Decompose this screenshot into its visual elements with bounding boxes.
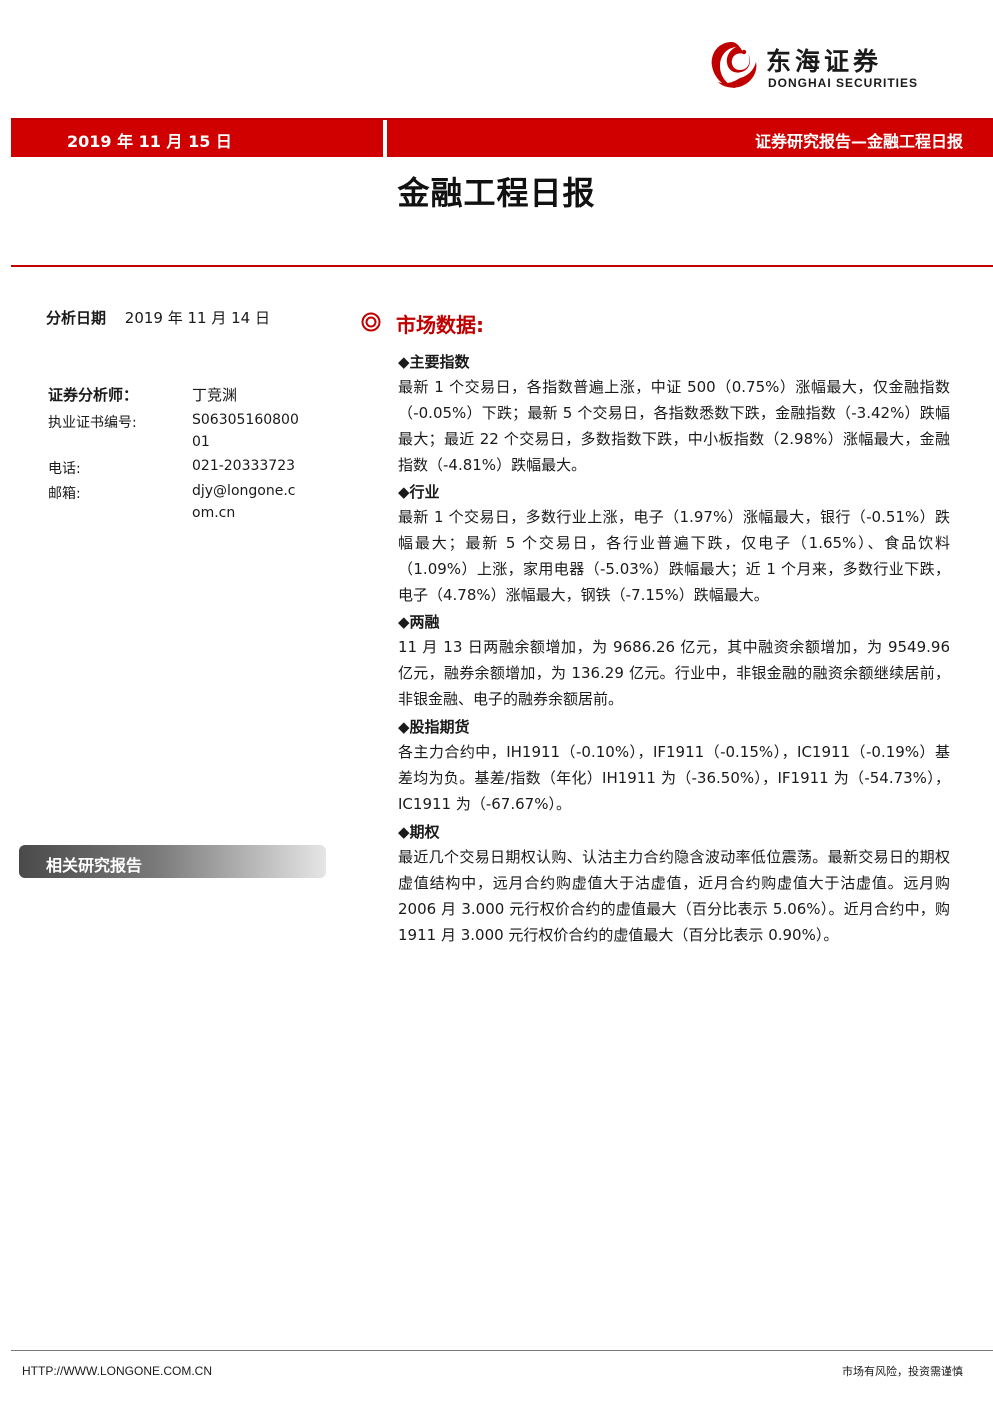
phone-label: 电话:	[48, 461, 81, 477]
header-top-rule	[11, 118, 993, 120]
section-text-futures: 各主力合约中，IH1911（-0.10%），IF1911（-0.15%），IC1…	[398, 743, 950, 813]
email-value-line1[interactable]: djy@longone.c	[192, 483, 296, 499]
section-heading-indices: ◆主要指数	[398, 353, 470, 371]
email-value-line2[interactable]: om.cn	[192, 505, 236, 521]
dragon-logo-icon	[711, 42, 757, 88]
market-data-title: 市场数据:	[396, 313, 484, 337]
section-heading-options: ◆期权	[398, 823, 440, 841]
footer-risk-disclaimer: 市场有风险，投资需谨慎	[842, 1365, 963, 1378]
logo-chinese-name: 东海证券	[766, 47, 883, 76]
email-label: 邮箱:	[48, 486, 81, 502]
report-category: 证券研究报告—金融工程日报	[754, 132, 963, 151]
logo-english-name: DONGHAI SECURITIES	[768, 76, 919, 90]
phone-value: 021-20333723	[192, 458, 296, 474]
footer-divider	[11, 1350, 993, 1351]
license-label: 执业证书编号:	[48, 415, 137, 431]
page-title: 金融工程日报	[397, 174, 596, 212]
analysis-date-value: 2019 年 11 月 14 日	[124, 309, 270, 327]
section-heading-futures: ◆股指期货	[398, 718, 470, 736]
license-number-line2: 01	[192, 434, 210, 450]
analysis-date-label: 分析日期	[46, 309, 107, 327]
section-heading-industry: ◆行业	[398, 483, 440, 501]
section-text-industry: 最新 1 个交易日，多数行业上涨，电子（1.97%）涨幅最大，银行（-0.51%…	[398, 508, 950, 604]
section-text-options: 最近几个交易日期权认购、认沽主力合约隐含波动率低位震荡。最新交易日的期权虚值结构…	[398, 848, 950, 944]
section-text-indices: 最新 1 个交易日，各指数普遍上涨，中证 500（0.75%）涨幅最大，仅金融指…	[398, 378, 950, 474]
analysis-date-row: 分析日期 2019 年 11 月 14 日	[46, 307, 270, 328]
report-date: 2019 年 11 月 15 日	[67, 132, 232, 151]
footer-website-link[interactable]: HTTP://WWW.LONGONE.COM.CN	[22, 1364, 212, 1378]
section-heading-margin: ◆两融	[398, 613, 440, 631]
related-reports-title: 相关研究报告	[46, 856, 143, 875]
header-date-band	[11, 120, 383, 157]
target-circle-icon	[361, 312, 381, 332]
brand-logo: 东海证券 DONGHAI SECURITIES	[704, 38, 954, 96]
title-divider	[11, 265, 993, 267]
analyst-name: 丁竞渊	[192, 386, 238, 404]
analyst-label: 证券分析师：	[48, 386, 139, 404]
related-reports-bar	[19, 845, 326, 878]
section-text-margin: 11 月 13 日两融余额增加，为 9686.26 亿元，其中融资余额增加，为 …	[398, 638, 950, 708]
header-category-band	[387, 120, 993, 157]
license-number-line1: S06305160800	[192, 412, 299, 428]
